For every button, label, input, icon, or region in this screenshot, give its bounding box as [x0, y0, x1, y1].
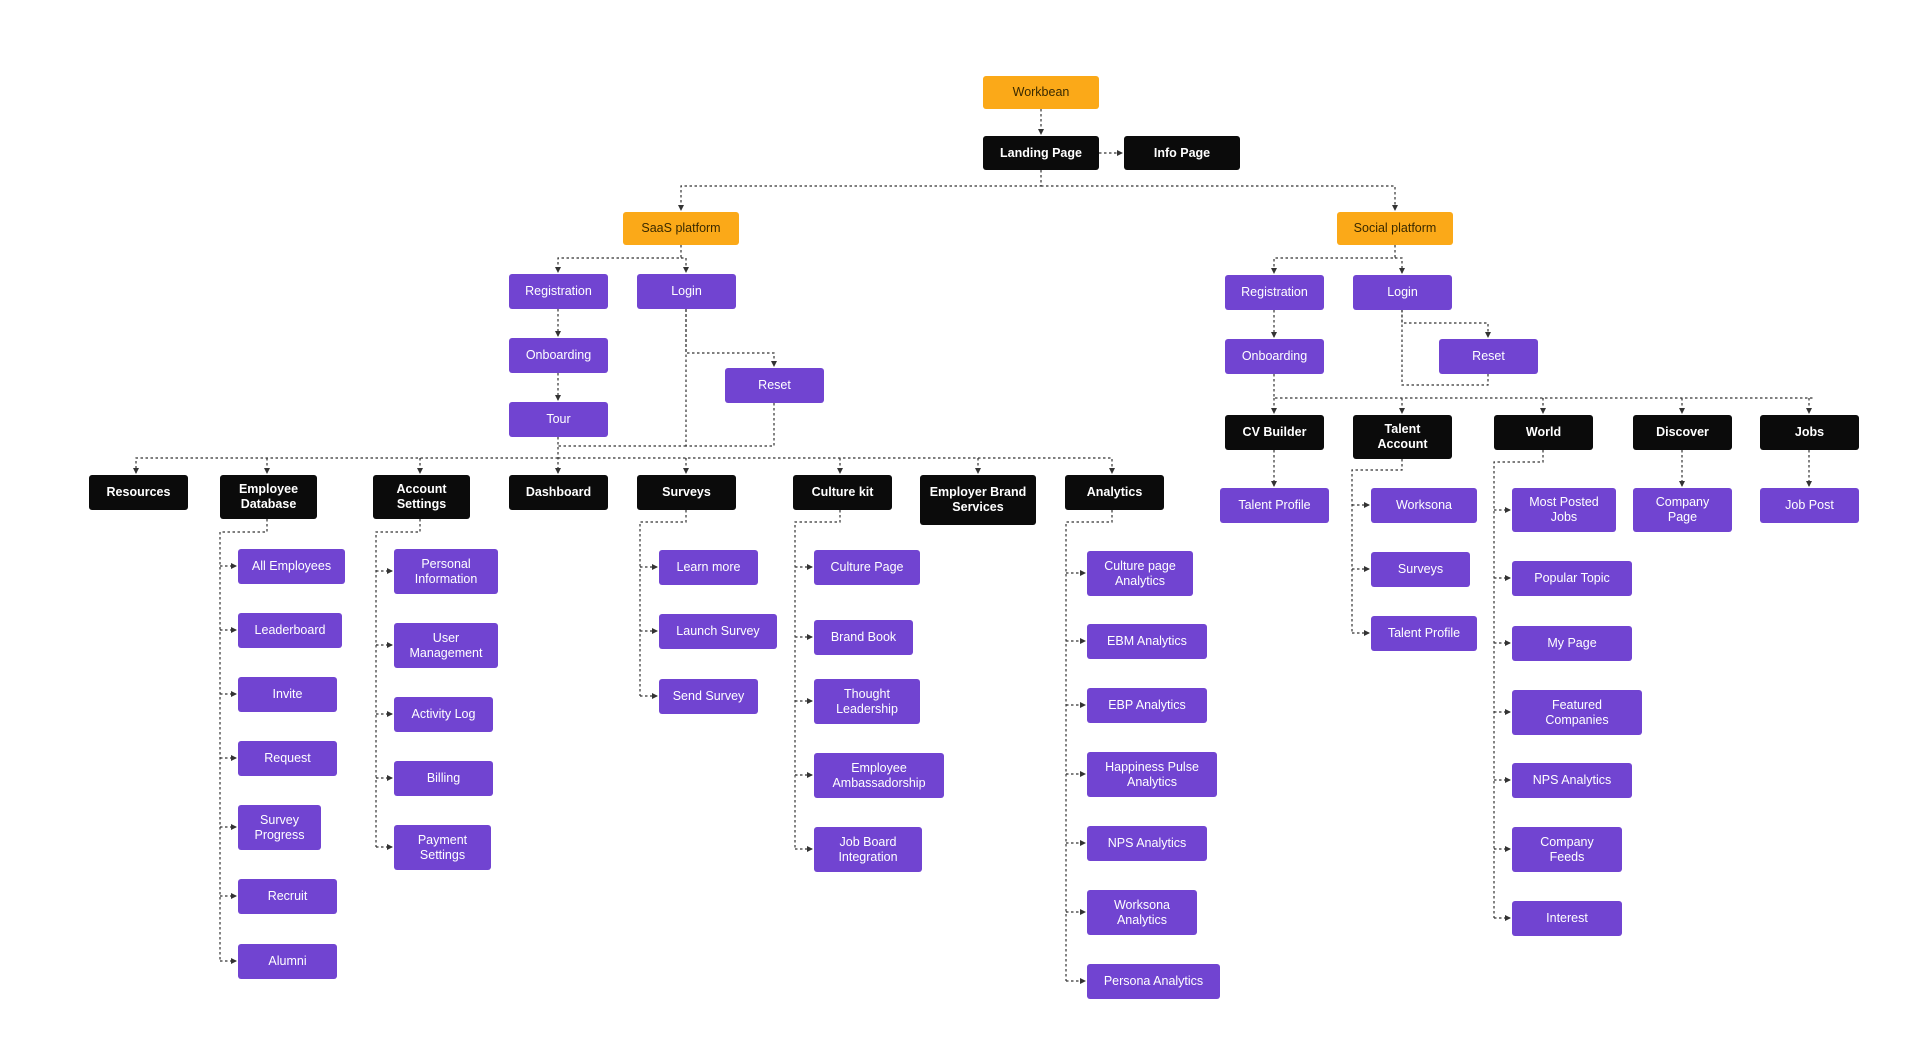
node-jobs[interactable]: Jobs — [1760, 415, 1859, 450]
node-resources[interactable]: Resources — [89, 475, 188, 510]
connector-line — [555, 245, 682, 273]
node-employer-brand-services[interactable]: Employer Brand Services — [920, 475, 1036, 525]
node-culture-page-analytics[interactable]: Culture page Analytics — [1087, 551, 1193, 596]
node-interest[interactable]: Interest — [1512, 901, 1622, 936]
node-saas-onboarding[interactable]: Onboarding — [509, 338, 608, 373]
node-launch-survey[interactable]: Launch Survey — [659, 614, 777, 649]
node-recruit[interactable]: Recruit — [238, 879, 337, 914]
node-user-management[interactable]: User Management — [394, 623, 498, 668]
node-saas-tour[interactable]: Tour — [509, 402, 608, 437]
node-company-feeds[interactable]: Company Feeds — [1512, 827, 1622, 872]
connector-line — [639, 510, 687, 696]
connector-line — [1065, 510, 1113, 981]
node-info-page[interactable]: Info Page — [1124, 136, 1240, 170]
connector-line — [1041, 185, 1398, 211]
node-nps-analytics-world[interactable]: NPS Analytics — [1512, 763, 1632, 798]
connector-line — [1395, 257, 1405, 274]
node-talent-profile-ta[interactable]: Talent Profile — [1371, 616, 1477, 651]
connector-line — [685, 309, 777, 367]
node-account-settings[interactable]: Account Settings — [373, 475, 470, 519]
node-request[interactable]: Request — [238, 741, 337, 776]
node-company-page[interactable]: Company Page — [1633, 488, 1732, 532]
node-cv-builder[interactable]: CV Builder — [1225, 415, 1324, 450]
node-employee-ambassadorship[interactable]: Employee Ambassadorship — [814, 753, 944, 798]
node-saas-platform[interactable]: SaaS platform — [623, 212, 739, 245]
node-billing[interactable]: Billing — [394, 761, 493, 796]
node-survey-progress[interactable]: Survey Progress — [238, 805, 321, 850]
node-persona-analytics[interactable]: Persona Analytics — [1087, 964, 1220, 999]
connector-line — [1273, 374, 1815, 399]
node-surveys[interactable]: Surveys — [637, 475, 736, 510]
node-discover[interactable]: Discover — [1633, 415, 1732, 450]
node-thought-leadership[interactable]: Thought Leadership — [814, 679, 920, 724]
connector-line — [794, 510, 841, 849]
node-my-page[interactable]: My Page — [1512, 626, 1632, 661]
node-analytics[interactable]: Analytics — [1065, 475, 1164, 510]
node-talent-account[interactable]: Talent Account — [1353, 415, 1452, 459]
connector-line — [1401, 310, 1491, 338]
node-activity-log[interactable]: Activity Log — [394, 697, 493, 732]
node-saas-reset[interactable]: Reset — [725, 368, 824, 403]
node-leaderboard[interactable]: Leaderboard — [238, 613, 342, 648]
node-job-post[interactable]: Job Post — [1760, 488, 1859, 523]
node-landing-page[interactable]: Landing Page — [983, 136, 1099, 170]
node-culture-page[interactable]: Culture Page — [814, 550, 920, 585]
node-workbean[interactable]: Workbean — [983, 76, 1099, 109]
node-job-board-integration[interactable]: Job Board Integration — [814, 827, 922, 872]
node-culture-kit[interactable]: Culture kit — [793, 475, 892, 510]
node-learn-more[interactable]: Learn more — [659, 550, 758, 585]
node-talent-profile-cv[interactable]: Talent Profile — [1220, 488, 1329, 523]
node-invite[interactable]: Invite — [238, 677, 337, 712]
connector-line — [219, 519, 268, 961]
connector-line — [1401, 310, 1489, 386]
node-popular-topic[interactable]: Popular Topic — [1512, 561, 1632, 596]
node-dashboard[interactable]: Dashboard — [509, 475, 608, 510]
node-world[interactable]: World — [1494, 415, 1593, 450]
connector-line — [1493, 450, 1544, 918]
node-saas-registration[interactable]: Registration — [509, 274, 608, 309]
node-all-employees[interactable]: All Employees — [238, 549, 345, 584]
connector-line — [681, 257, 689, 273]
connector-line — [558, 457, 1115, 474]
connector-line — [375, 519, 421, 847]
node-send-survey[interactable]: Send Survey — [659, 679, 758, 714]
connector-line — [685, 309, 775, 447]
node-brand-book[interactable]: Brand Book — [814, 620, 913, 655]
node-alumni[interactable]: Alumni — [238, 944, 337, 979]
connector-line — [678, 170, 1042, 211]
node-social-onboarding[interactable]: Onboarding — [1225, 339, 1324, 374]
node-personal-information[interactable]: Personal Information — [394, 549, 498, 594]
node-payment-settings[interactable]: Payment Settings — [394, 825, 491, 870]
node-featured-companies[interactable]: Featured Companies — [1512, 690, 1642, 735]
node-saas-login[interactable]: Login — [637, 274, 736, 309]
node-happiness-pulse-analytics[interactable]: Happiness Pulse Analytics — [1087, 752, 1217, 797]
connector-line — [1351, 459, 1403, 633]
node-surveys-social[interactable]: Surveys — [1371, 552, 1470, 587]
node-nps-analytics-saas[interactable]: NPS Analytics — [1087, 826, 1207, 861]
node-social-registration[interactable]: Registration — [1225, 275, 1324, 310]
node-ebp-analytics[interactable]: EBP Analytics — [1087, 688, 1207, 723]
node-social-login[interactable]: Login — [1353, 275, 1452, 310]
node-employee-database[interactable]: Employee Database — [220, 475, 317, 519]
node-social-reset[interactable]: Reset — [1439, 339, 1538, 374]
node-ebm-analytics[interactable]: EBM Analytics — [1087, 624, 1207, 659]
node-worksona[interactable]: Worksona — [1371, 488, 1477, 523]
node-social-platform[interactable]: Social platform — [1337, 212, 1453, 245]
node-worksona-analytics[interactable]: Worksona Analytics — [1087, 890, 1197, 935]
connector-line — [1271, 245, 1396, 274]
node-most-posted-jobs[interactable]: Most Posted Jobs — [1512, 488, 1616, 532]
connector-line — [133, 457, 558, 474]
